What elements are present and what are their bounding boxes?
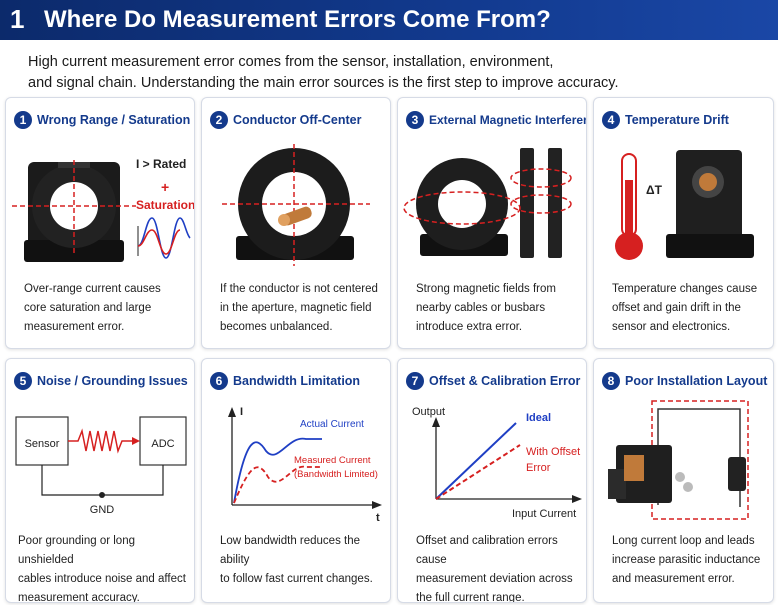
card-conductor-off-center: 2 Conductor Off-Center If the conductor i… [201, 97, 391, 349]
offset-label: With Offset [526, 446, 580, 458]
bandwidth-limited-label: (Bandwidth Limited) [294, 469, 378, 480]
card-description: Strong magnetic fields from nearby cable… [416, 280, 578, 337]
card-description: Over-range current causes core saturatio… [24, 280, 186, 337]
card-description: If the conductor is not centered in the … [220, 280, 382, 337]
sensor-busbar-interference-icon [403, 148, 572, 258]
sensor-off-center-icon [222, 144, 370, 266]
desc-line: Poor grounding or long unshielded [18, 535, 135, 566]
card-noise-grounding: 5 Noise / Grounding Issues Sensor ADC GND… [5, 358, 195, 603]
x-axis-label: t [376, 512, 380, 524]
card-header: 3 External Magnetic Interference [406, 111, 587, 131]
desc-line: Temperature changes cause [612, 283, 758, 295]
desc-line: Offset and calibration errors cause [416, 535, 558, 566]
card-title: Temperature Drift [625, 113, 729, 127]
desc-line: becomes unbalanced. [220, 321, 333, 333]
section-number: 1 [10, 4, 25, 34]
input-current-label: Input Current [512, 508, 576, 520]
sensor-box-label: Sensor [25, 438, 60, 450]
card-header: 7 Offset & Calibration Error [406, 372, 580, 392]
sensor-loop-layout-icon [608, 400, 749, 520]
desc-line: nearby cables or busbars [416, 302, 546, 314]
card-title: Noise / Grounding Issues [37, 374, 188, 388]
adc-box-label: ADC [151, 438, 174, 450]
card-description: Low bandwidth reduces the ability to fol… [220, 532, 382, 589]
card-title: Wrong Range / Saturation [37, 113, 191, 127]
desc-line: Strong magnetic fields from [416, 283, 556, 295]
card-number-badge: 7 [406, 372, 424, 390]
card-description: Offset and calibration errors cause meas… [416, 532, 578, 603]
gnd-label: GND [90, 504, 115, 516]
card-magnetic-interference: 3 External Magnetic Interference Strong m… [397, 97, 587, 349]
offset-error-label: Error [526, 462, 551, 474]
card-wrong-range: 1 Wrong Range / Saturation I > Rated + Sa… [5, 97, 195, 349]
header-banner: 1 Where Do Measurement Errors Come From? [0, 0, 778, 40]
desc-line: Low bandwidth reduces the ability [220, 535, 361, 566]
thermometer-icon: ΔT [615, 150, 754, 260]
card-offset-calibration: 7 Offset & Calibration Error Output Ideal… [397, 358, 587, 603]
card-description: Temperature changes cause offset and gai… [612, 280, 765, 337]
card-header: 1 Wrong Range / Saturation [14, 111, 190, 131]
desc-line: in the aperture, magnetic field [220, 302, 372, 314]
card-header: 5 Noise / Grounding Issues [14, 372, 188, 392]
output-axis-label: Output [412, 406, 445, 418]
card-number-badge: 4 [602, 111, 620, 129]
card-description: Poor grounding or long unshielded cables… [18, 532, 186, 603]
desc-line: introduce extra error. [416, 321, 523, 333]
card-header: 6 Bandwidth Limitation [210, 372, 360, 392]
ideal-label: Ideal [526, 412, 551, 424]
sensor-saturation-icon: I > Rated + Saturation [12, 157, 194, 262]
desc-line: Over-range current causes [24, 283, 161, 295]
intro-text: High current measurement error comes fro… [28, 52, 768, 94]
desc-line: sensor and electronics. [612, 321, 731, 333]
card-title: Bandwidth Limitation [233, 374, 361, 388]
actual-current-label: Actual Current [300, 419, 364, 430]
svg-text:+: + [161, 179, 169, 195]
card-title: Offset & Calibration Error [429, 374, 581, 388]
card-installation-layout: 8 Poor Installation Layout Long current l… [593, 358, 774, 603]
measured-current-label: Measured Current [294, 455, 371, 466]
intro-line-1: High current measurement error comes fro… [28, 54, 554, 70]
calibration-plot-icon: Output Ideal With Offset Error Input Cur… [412, 406, 582, 520]
card-temperature-drift: 4 Temperature Drift ΔT Temperature change… [593, 97, 774, 349]
desc-line: measurement error. [24, 321, 125, 333]
desc-line: and measurement error. [612, 573, 735, 585]
intro-line-2: and signal chain. Understanding the main… [28, 75, 619, 91]
page-title: Where Do Measurement Errors Come From? [44, 6, 551, 33]
card-number-badge: 3 [406, 111, 424, 129]
card-title: External Magnetic Interference [429, 113, 587, 127]
saturation-label: Saturation [136, 198, 194, 212]
desc-line: Long current loop and leads [612, 535, 755, 547]
rated-label: I > Rated [136, 157, 186, 171]
card-header: 2 Conductor Off-Center [210, 111, 361, 131]
desc-line: increase parasitic inductance [612, 554, 761, 566]
bandwidth-plot-icon: I t Actual Current Measured Current (Ban… [228, 406, 382, 524]
card-title: Conductor Off-Center [233, 113, 362, 127]
signal-chain-icon: Sensor ADC GND [15, 416, 187, 516]
y-axis-label: I [240, 406, 243, 418]
desc-line: cables introduce noise and affect [18, 573, 186, 585]
card-number-badge: 5 [14, 372, 32, 390]
card-header: 8 Poor Installation Layout [602, 372, 767, 392]
card-title: Poor Installation Layout [625, 374, 768, 388]
desc-line: the full current range. [416, 592, 525, 603]
card-bandwidth-limitation: 6 Bandwidth Limitation I t Actual Current… [201, 358, 391, 603]
desc-line: core saturation and large [24, 302, 152, 314]
delta-t-label: ΔT [646, 183, 663, 197]
desc-line: to follow fast current changes. [220, 573, 373, 585]
card-number-badge: 6 [210, 372, 228, 390]
desc-line: If the conductor is not centered [220, 283, 378, 295]
desc-line: measurement deviation across [416, 573, 573, 585]
card-description: Long current loop and leads increase par… [612, 532, 765, 589]
card-number-badge: 1 [14, 111, 32, 129]
card-header: 4 Temperature Drift [602, 111, 729, 131]
desc-line: measurement accuracy. [18, 592, 140, 603]
card-number-badge: 2 [210, 111, 228, 129]
desc-line: offset and gain drift in the [612, 302, 741, 314]
card-number-badge: 8 [602, 372, 620, 390]
